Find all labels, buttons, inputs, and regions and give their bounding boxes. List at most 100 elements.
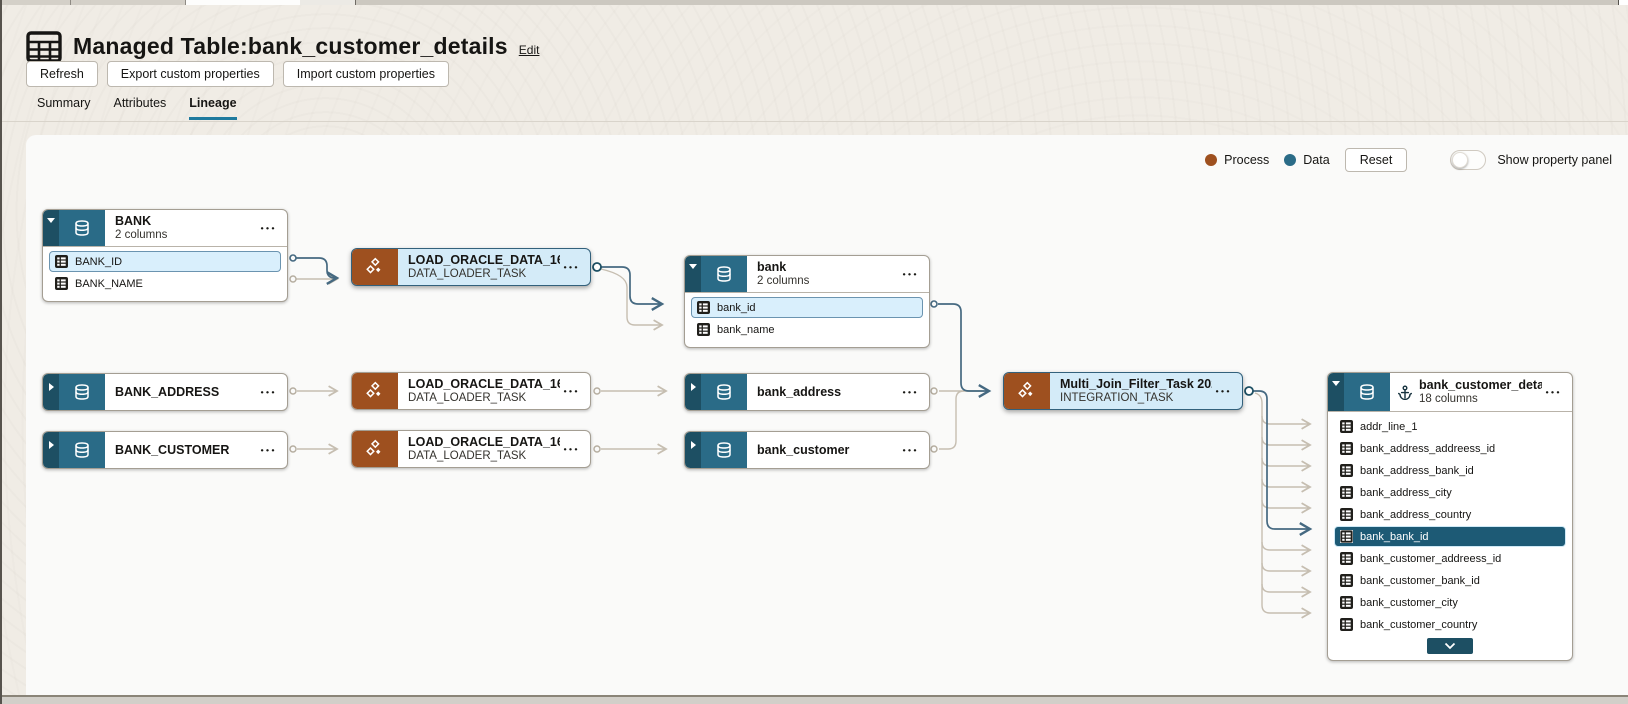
tabs-divider	[0, 121, 1628, 122]
column-icon	[1340, 464, 1353, 477]
column-label: bank_address_city	[1360, 486, 1452, 499]
node-actions-menu[interactable]: •••	[1545, 387, 1562, 397]
node-actions-menu[interactable]: •••	[563, 386, 580, 396]
property-panel-toggle-label: Show property panel	[1497, 153, 1612, 167]
node-header: BANK_CUSTOMER •••	[43, 432, 287, 468]
column-row-bank-address-city[interactable]: bank_address_city	[1334, 482, 1566, 503]
node-actions-menu[interactable]: •••	[563, 262, 580, 272]
column-label: bank_id	[717, 301, 756, 314]
collapse-toggle[interactable]	[43, 210, 59, 246]
column-label: bank_customer_city	[1360, 596, 1458, 609]
column-icon	[55, 255, 68, 268]
column-label: BANK_NAME	[75, 277, 143, 290]
column-row-bank-customer-country[interactable]: bank_customer_country	[1334, 614, 1566, 635]
chevron-down-icon	[1332, 381, 1340, 386]
column-row-bank-customer-city[interactable]: bank_customer_city	[1334, 592, 1566, 613]
column-icon	[1340, 530, 1353, 543]
show-more-columns-button[interactable]	[1427, 638, 1473, 654]
column-row-bank-name[interactable]: bank_name	[691, 319, 923, 340]
expand-toggle[interactable]	[685, 374, 701, 410]
collapse-toggle[interactable]	[685, 256, 701, 292]
node-bank-address-target[interactable]: bank_address •••	[684, 373, 930, 411]
column-icon	[697, 323, 710, 336]
node-title: LOAD_ORACLE_DATA_16830...	[408, 252, 560, 267]
column-row-bank-customer-addreess-id[interactable]: bank_customer_addreess_id	[1334, 548, 1566, 569]
node-bank-customer-target[interactable]: bank_customer •••	[684, 431, 930, 469]
tab-attributes[interactable]: Attributes	[113, 96, 167, 110]
expand-toggle[interactable]	[43, 374, 59, 410]
column-label: bank_customer_addreess_id	[1360, 552, 1502, 565]
node-title: LOAD_ORACLE_DATA_16830...	[408, 434, 560, 449]
browser-active-tab-fragment	[186, 0, 300, 5]
node-actions-menu[interactable]: •••	[260, 223, 277, 233]
node-actions-menu[interactable]: •••	[260, 387, 277, 397]
node-bank-customer-details[interactable]: bank_customer_details 18 columns ••• add…	[1327, 372, 1573, 661]
chevron-down-icon	[1444, 642, 1456, 650]
node-actions-menu[interactable]: •••	[902, 445, 919, 455]
column-row-addr-line-1[interactable]: addr_line_1	[1334, 416, 1566, 437]
reset-button[interactable]: Reset	[1344, 148, 1408, 172]
node-load-task-2[interactable]: LOAD_ORACLE_DATA_16830... DATA_LOADER_TA…	[351, 372, 591, 410]
node-actions-menu[interactable]: •••	[902, 387, 919, 397]
task-icon	[1004, 373, 1050, 409]
column-row-bank-bank-id[interactable]: bank_bank_id	[1334, 526, 1566, 547]
node-header: BANK 2 columns •••	[43, 210, 287, 247]
node-load-task-1[interactable]: LOAD_ORACLE_DATA_16830... DATA_LOADER_TA…	[351, 248, 591, 286]
import-custom-properties-button[interactable]: Import custom properties	[282, 61, 449, 87]
column-label: BANK_ID	[75, 255, 123, 268]
node-columns: addr_line_1 bank_address_addreess_id ban…	[1328, 412, 1572, 660]
column-row-bank-address-bank-id[interactable]: bank_address_bank_id	[1334, 460, 1566, 481]
node-title: LOAD_ORACLE_DATA_16830...	[408, 376, 560, 391]
node-subtitle: 2 columns	[115, 228, 168, 241]
chevron-right-icon	[690, 383, 696, 391]
node-bank-target[interactable]: bank 2 columns ••• bank_id bank_name	[684, 255, 930, 348]
toolbar: Refresh Export custom properties Import …	[26, 61, 449, 87]
database-icon	[59, 210, 105, 246]
toggle-knob	[1452, 152, 1469, 168]
tab-lineage[interactable]: Lineage	[189, 96, 237, 120]
show-property-panel-toggle[interactable]	[1450, 150, 1487, 170]
column-row-bank-customer-bank-id[interactable]: bank_customer_bank_id	[1334, 570, 1566, 591]
node-load-task-3[interactable]: LOAD_ORACLE_DATA_16830... DATA_LOADER_TA…	[351, 430, 591, 468]
node-actions-menu[interactable]: •••	[902, 269, 919, 279]
node-multi-join-filter-task[interactable]: Multi_Join_Filter_Task 202305... INTEGRA…	[1003, 372, 1243, 410]
node-actions-menu[interactable]: •••	[1215, 386, 1232, 396]
column-label: bank_address_country	[1360, 508, 1472, 521]
expand-toggle[interactable]	[43, 432, 59, 468]
browser-tab-fragment	[0, 0, 71, 5]
column-icon	[1340, 508, 1353, 521]
export-custom-properties-button[interactable]: Export custom properties	[106, 61, 274, 87]
task-icon	[352, 373, 398, 409]
node-bank-customer-source[interactable]: BANK_CUSTOMER •••	[42, 431, 288, 469]
column-row-bank-id[interactable]: bank_id	[691, 297, 923, 318]
node-title: bank_address	[757, 384, 842, 399]
legend-data-label: Data	[1303, 153, 1330, 167]
collapse-toggle[interactable]	[1328, 373, 1344, 411]
node-title: bank_customer	[757, 442, 850, 457]
node-columns: bank_id bank_name	[685, 293, 929, 347]
property-panel-toggle-group: Show property panel	[1450, 150, 1612, 170]
node-actions-menu[interactable]: •••	[563, 444, 580, 454]
node-actions-menu[interactable]: •••	[260, 445, 277, 455]
column-row-bank-name[interactable]: BANK_NAME	[49, 273, 281, 294]
column-row-bank-address-addreess-id[interactable]: bank_address_addreess_id	[1334, 438, 1566, 459]
database-icon	[701, 432, 747, 468]
chevron-right-icon	[690, 441, 696, 449]
tab-summary[interactable]: Summary	[37, 96, 91, 110]
node-subtitle: DATA_LOADER_TASK	[408, 449, 527, 462]
column-icon	[1340, 442, 1353, 455]
column-icon	[1340, 618, 1353, 631]
node-bank-source[interactable]: BANK 2 columns ••• BANK_ID BANK_NAME	[42, 209, 288, 302]
node-bank-address-source[interactable]: BANK_ADDRESS •••	[42, 373, 288, 411]
refresh-button[interactable]: Refresh	[26, 61, 98, 87]
edit-link[interactable]: Edit	[518, 43, 540, 58]
node-title: BANK_CUSTOMER	[115, 442, 230, 457]
expand-toggle[interactable]	[685, 432, 701, 468]
browser-strip-right-fragment	[1618, 0, 1628, 5]
column-icon	[1340, 420, 1353, 433]
lineage-wires	[289, 254, 1313, 619]
node-columns: BANK_ID BANK_NAME	[43, 247, 287, 301]
column-row-bank-id[interactable]: BANK_ID	[49, 251, 281, 272]
column-row-bank-address-country[interactable]: bank_address_country	[1334, 504, 1566, 525]
